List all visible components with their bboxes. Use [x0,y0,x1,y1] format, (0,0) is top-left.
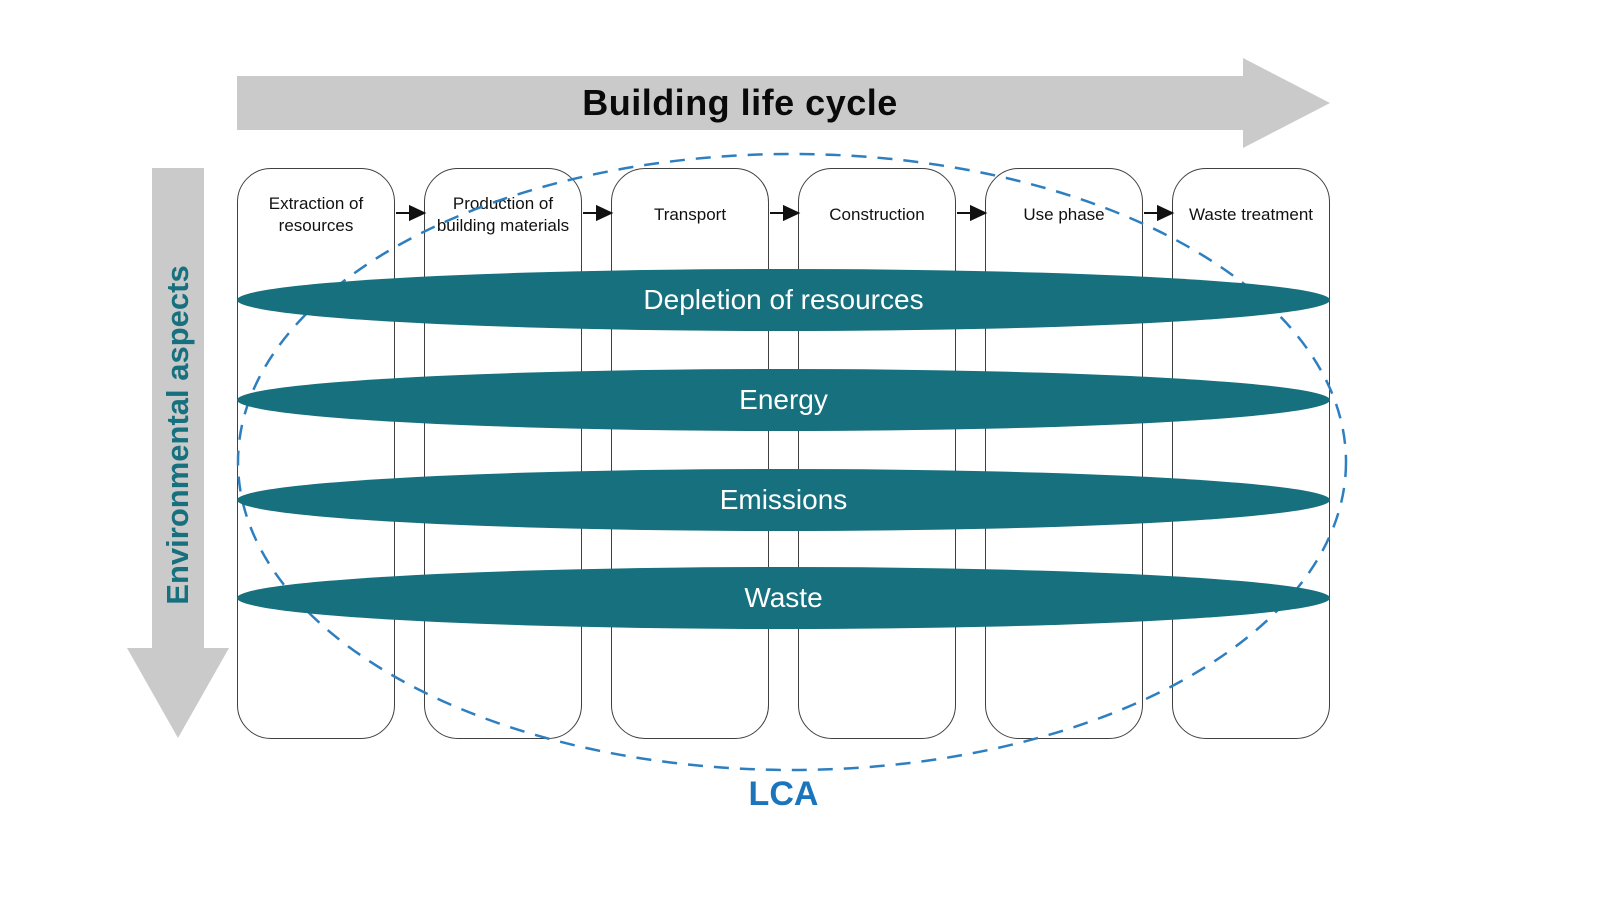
aspect-depletion-of-resources: Depletion of resources [237,269,1330,331]
building-life-cycle-title: Building life cycle [582,82,898,123]
stage-label: Extraction of resources [268,194,364,235]
stage-transport: Transport [611,168,769,739]
stage-extraction-of-resources: Extraction of resources [237,168,395,739]
aspect-label: Depletion of resources [643,284,924,315]
environmental-aspects-arrow-bar [152,168,204,648]
environmental-aspects-arrow-head [127,648,229,738]
stage-production-of-building-materials: Production of building materials [424,168,582,739]
stage-label: Construction [829,205,925,225]
stage-label: Production of building materials [436,194,570,235]
aspect-energy: Energy [237,369,1330,431]
environmental-aspects-title: Environmental aspects [160,265,195,605]
stage-use-phase: Use phase [985,168,1143,739]
stage-label: Use phase [1023,205,1105,225]
building-life-cycle-arrow-head [1243,58,1330,148]
stage-label: Transport [653,205,727,225]
aspect-emissions: Emissions [237,469,1330,531]
stage-waste-treatment: Waste treatment [1172,168,1330,739]
aspect-label: Emissions [719,484,848,515]
aspect-label: Energy [739,384,828,415]
aspect-waste: Waste [237,567,1330,629]
aspect-label: Waste [744,582,823,613]
building-life-cycle-arrow-bar [237,76,1243,130]
stage-label: Waste treatment [1188,205,1314,225]
lca-caption: LCA [748,775,819,813]
stage-construction: Construction [798,168,956,739]
